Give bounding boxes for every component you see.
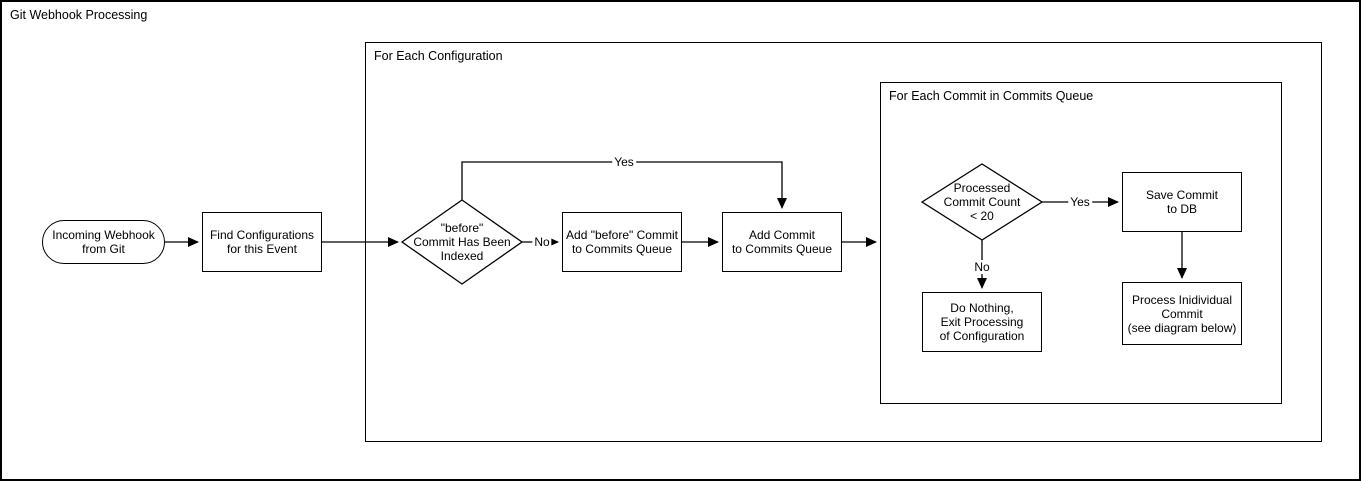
decision-before-commit-indexed bbox=[400, 199, 524, 285]
node-incoming-webhook: Incoming Webhook from Git bbox=[42, 220, 165, 264]
node-add-commit: Add Commit to Commits Queue bbox=[722, 212, 842, 272]
node-do-nothing-exit: Do Nothing, Exit Processing of Configura… bbox=[922, 292, 1042, 352]
edge-label-indexed-yes: Yes bbox=[612, 155, 636, 169]
node-save-commit-to-db: Save Commit to DB bbox=[1122, 172, 1242, 232]
edge-label-count-yes: Yes bbox=[1068, 195, 1092, 209]
decision-processed-commit-count bbox=[920, 163, 1044, 241]
node-process-individual-commit: Process Inidividual Commit (see diagram … bbox=[1122, 282, 1242, 345]
edge-label-count-no: No bbox=[972, 260, 992, 274]
node-find-configurations: Find Configurations for this Event bbox=[202, 212, 322, 272]
diagram-title: Git Webhook Processing bbox=[10, 8, 148, 22]
container-for-each-configuration-label: For Each Configuration bbox=[374, 49, 503, 63]
container-for-each-commit-in-queue: For Each Commit in Commits Queue bbox=[880, 82, 1282, 404]
container-for-each-commit-in-queue-label: For Each Commit in Commits Queue bbox=[889, 89, 1094, 103]
decision-processed-commit-count-label: Processed Commit Count < 20 bbox=[943, 181, 1021, 223]
edge-label-indexed-no: No bbox=[532, 235, 552, 249]
decision-before-commit-indexed-label: "before" Commit Has Been Indexed bbox=[413, 221, 511, 263]
node-add-before-commit: Add "before" Commit to Commits Queue bbox=[562, 212, 682, 272]
